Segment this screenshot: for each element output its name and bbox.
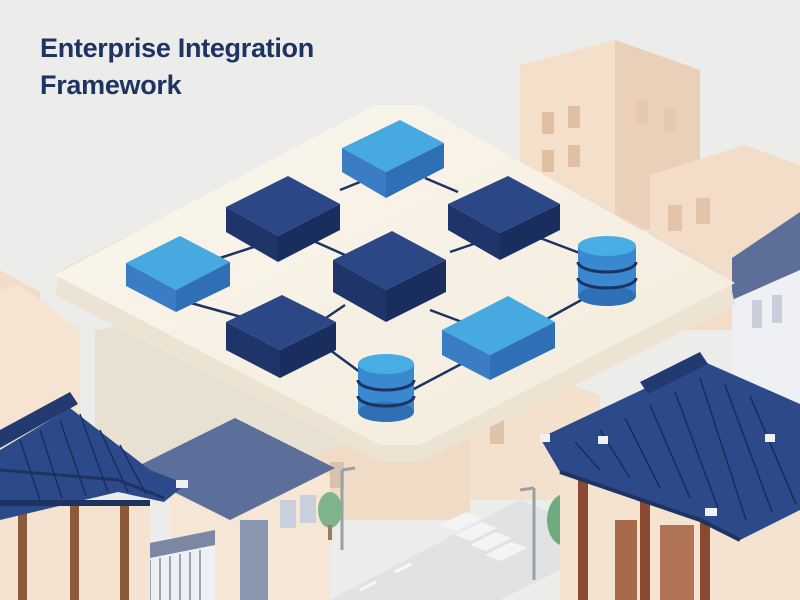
node-left (126, 236, 230, 312)
hanok-right (540, 352, 800, 600)
node-center (333, 231, 446, 322)
page-title: Enterprise Integration Framework (40, 30, 314, 104)
building-icon (140, 530, 215, 600)
database-icon (356, 354, 416, 422)
node-lower-left (226, 295, 336, 378)
node-upper-left (226, 176, 340, 262)
node-lower-right (442, 296, 555, 380)
node-upper-right (448, 176, 560, 260)
database-icon (576, 236, 638, 306)
tree-icon (318, 492, 342, 540)
database-right (576, 236, 638, 306)
street-lamp-icon (519, 486, 536, 580)
hanok-roof-icon (0, 392, 188, 520)
page-title-line-1: Enterprise Integration (40, 33, 314, 63)
hanok-roof-icon (540, 352, 800, 542)
hanok-left (0, 392, 188, 600)
crosswalk-icon (440, 512, 527, 561)
page-title-line-2: Framework (40, 70, 182, 100)
node-top (342, 120, 444, 198)
database-bottom (356, 354, 416, 422)
